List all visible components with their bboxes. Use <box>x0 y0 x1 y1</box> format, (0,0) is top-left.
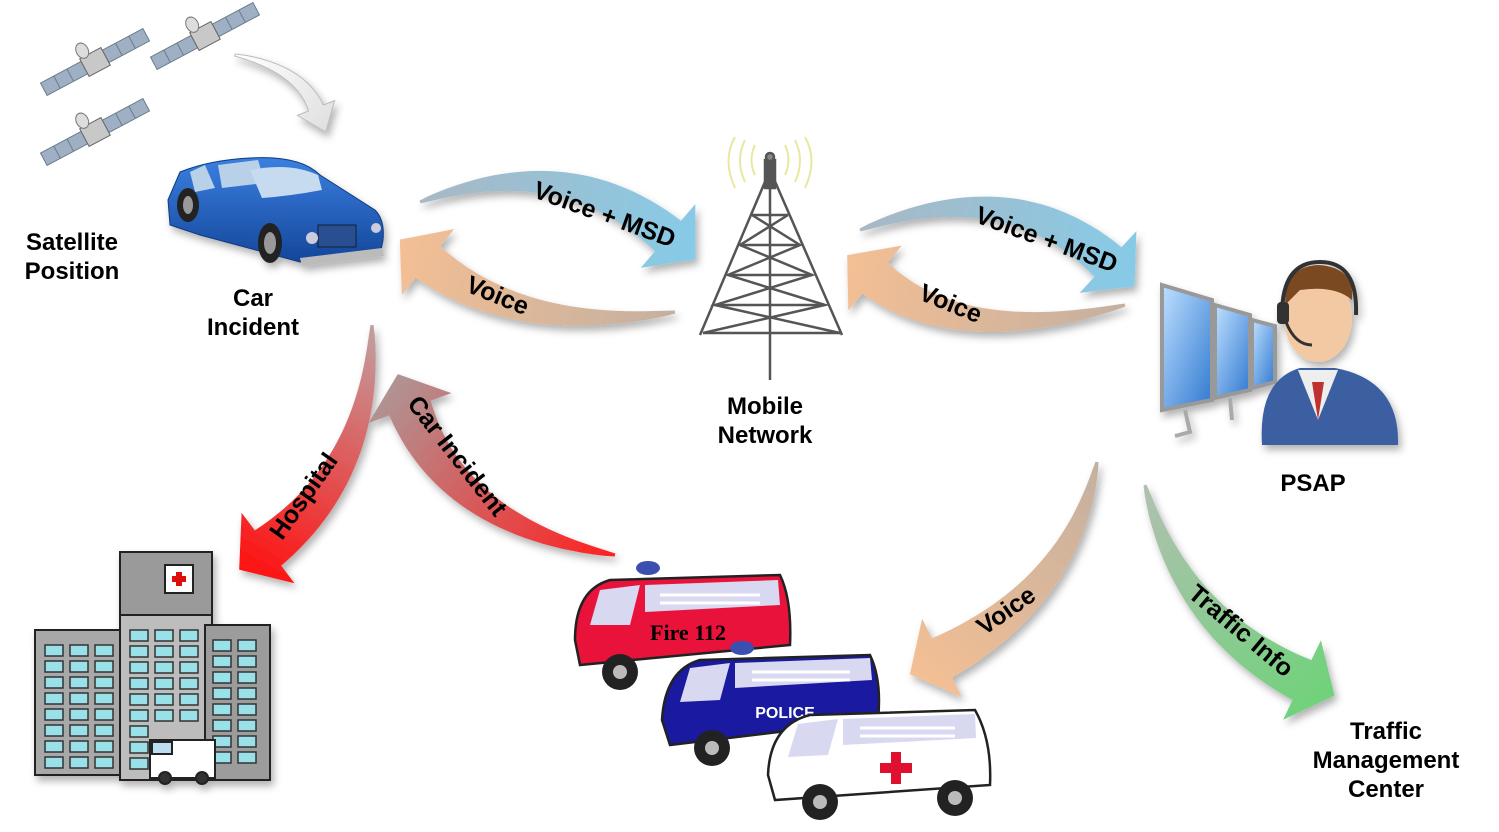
hospital-window <box>212 639 232 652</box>
hospital-window <box>44 756 64 769</box>
hospital-window <box>44 724 64 737</box>
satellites <box>32 0 262 169</box>
car-to-hospital-arrow <box>239 325 376 584</box>
hospital-window <box>44 644 64 657</box>
hospital-window <box>129 709 149 722</box>
psap-operator-icon <box>1160 259 1399 445</box>
hospital-window <box>44 740 64 753</box>
hospital-window <box>129 725 149 738</box>
psap-label: PSAP <box>1280 470 1345 497</box>
hospital-window <box>94 660 114 673</box>
hospital-window <box>129 677 149 690</box>
hospital-window <box>212 655 232 668</box>
hospital-window <box>237 687 257 700</box>
hospital-window <box>154 645 174 658</box>
hospital-window <box>179 629 199 642</box>
hospital-window <box>237 639 257 652</box>
hospital-window <box>94 724 114 737</box>
satellite-icon <box>32 83 152 169</box>
hospital-window <box>69 708 89 721</box>
hospital-window <box>179 677 199 690</box>
hospital-window <box>154 693 174 706</box>
hospital-window <box>237 751 257 764</box>
hospital-window <box>154 629 174 642</box>
satellite-icon <box>32 13 152 99</box>
hospital-window <box>129 741 149 754</box>
hospital-window <box>179 693 199 706</box>
car-to-network-arrow <box>419 170 696 268</box>
hospital-window <box>94 756 114 769</box>
hospital-window <box>237 655 257 668</box>
hospital-window <box>69 676 89 689</box>
hospital-window <box>237 671 257 684</box>
fire-van-label: Fire 112 <box>650 620 726 645</box>
hospital-window <box>94 708 114 721</box>
hospital-window <box>154 709 174 722</box>
hospital-window <box>44 676 64 689</box>
ambulance-icon <box>766 708 992 820</box>
police-van-icon: POLICE <box>660 641 881 766</box>
arrow-label-traffic-info: Traffic Info <box>1183 579 1299 683</box>
network-label-line2: Network <box>718 422 813 449</box>
hospital-window <box>94 692 114 705</box>
hospital-window <box>129 661 149 674</box>
hospital-window <box>129 629 149 642</box>
hospital-window <box>69 724 89 737</box>
satellite-label-line2: Position <box>25 258 120 285</box>
car-label-line1: Car <box>233 285 273 312</box>
hospital-window <box>94 676 114 689</box>
hospital-window <box>69 644 89 657</box>
psap-to-tmc-arrow <box>1143 484 1335 720</box>
tmc-label-line2: Management <box>1313 747 1460 774</box>
hospital-window <box>212 687 232 700</box>
hospital-window <box>44 708 64 721</box>
hospital-window <box>179 661 199 674</box>
satellite-to-car-arrow <box>234 53 336 133</box>
tmc-label-line3: Center <box>1348 776 1424 803</box>
network-to-psap-arrow <box>859 196 1137 293</box>
hospital-window <box>179 709 199 722</box>
hospital-window <box>179 645 199 658</box>
hospital-window <box>129 645 149 658</box>
hospital-window <box>69 660 89 673</box>
hospital-window <box>69 740 89 753</box>
car-label-line2: Incident <box>207 314 299 341</box>
satellite-label-line1: Satellite <box>26 229 118 256</box>
car-icon <box>167 157 384 266</box>
psap-to-network-arrow <box>847 245 1126 332</box>
hospital-window <box>94 740 114 753</box>
hospital-window <box>44 692 64 705</box>
hospital-window <box>212 671 232 684</box>
hospital-window <box>237 735 257 748</box>
hospital-window <box>212 703 232 716</box>
cell-tower-icon <box>698 136 844 380</box>
hospital-window <box>237 703 257 716</box>
hospital-window <box>237 719 257 732</box>
psap-to-responders-arrow <box>909 461 1099 698</box>
hospital-window <box>69 692 89 705</box>
hospital-window <box>94 644 114 657</box>
hospital-window <box>69 756 89 769</box>
tmc-label-line1: Traffic <box>1350 718 1422 745</box>
hospital-icon <box>34 551 271 785</box>
hospital-window <box>154 661 174 674</box>
network-label-line1: Mobile <box>727 393 803 420</box>
hospital-window <box>212 719 232 732</box>
network-to-car-arrow <box>399 229 676 326</box>
responders-to-car-arrow <box>368 374 616 557</box>
hospital-window <box>154 677 174 690</box>
arrows-layer <box>234 53 1335 720</box>
hospital-window <box>129 757 149 770</box>
hospital-window <box>44 660 64 673</box>
hospital-window <box>129 693 149 706</box>
satellite-icon <box>142 0 262 73</box>
